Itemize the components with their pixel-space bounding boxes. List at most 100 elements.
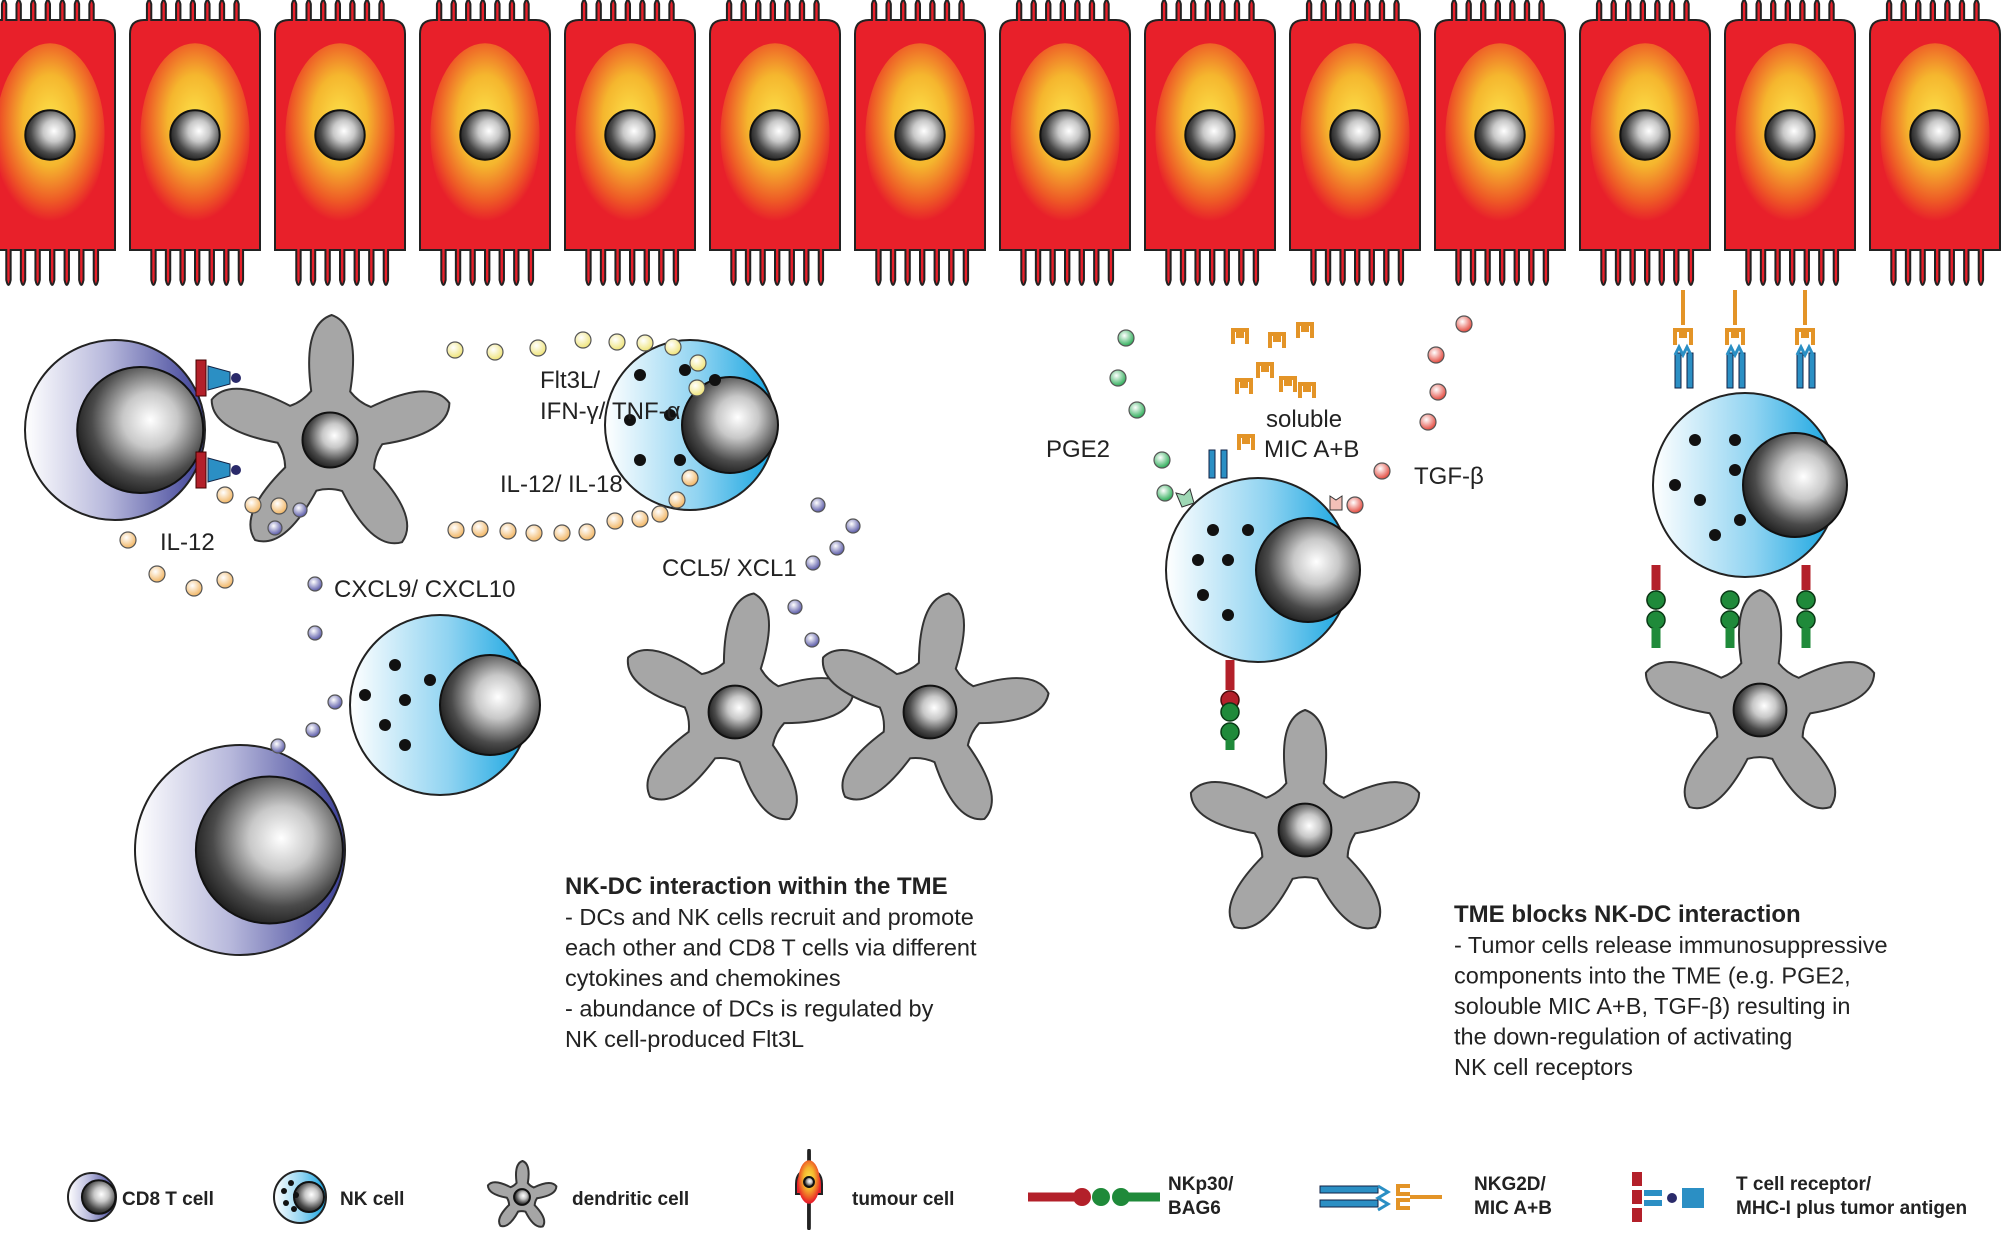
- mic-icon: [1396, 1184, 1442, 1210]
- mhc-molecule: [207, 457, 231, 483]
- cd8-nucleus: [194, 775, 344, 925]
- granule: [281, 1188, 287, 1194]
- molecule-dot: [688, 379, 706, 397]
- cxcl9-cxcl10-molecules: [267, 502, 343, 754]
- granule: [359, 689, 371, 701]
- dendritic-cell-left: [210, 313, 451, 545]
- molecule-dot: [681, 469, 699, 487]
- tgfb-receptor: [1329, 495, 1343, 511]
- tumour-cell: [1724, 0, 1856, 286]
- tumor-antigen: [231, 465, 241, 475]
- tumour-cell: [709, 0, 841, 286]
- legend-label-bag6: BAG6: [1168, 1198, 1221, 1219]
- bag6-icon: [1112, 1188, 1130, 1206]
- granule: [283, 1200, 289, 1206]
- mic-molecule: [1795, 328, 1815, 345]
- granule: [634, 454, 646, 466]
- granule: [1207, 524, 1219, 536]
- bag6-head: [1720, 610, 1740, 630]
- granule: [389, 659, 401, 671]
- label-il12-il18: IL-12/ IL-18: [500, 471, 623, 498]
- label-soluble: soluble: [1266, 406, 1342, 433]
- pge2-receptor: [1175, 488, 1195, 508]
- granule: [291, 1206, 297, 1212]
- panel-right-line: the down-regulation of activating: [1454, 1024, 1792, 1050]
- mic-molecule: [1235, 378, 1253, 394]
- bag6-middle: [1220, 702, 1240, 750]
- molecule-dot: [1153, 451, 1171, 469]
- granule: [709, 374, 721, 386]
- molecule-dot: [1117, 329, 1135, 347]
- tumour-cell: [1289, 0, 1421, 286]
- label-il12: IL-12: [160, 529, 215, 556]
- receptor-chain: [1796, 352, 1804, 389]
- nk-cell-icon: [273, 1170, 327, 1224]
- molecule-dot: [1128, 401, 1146, 419]
- dc-nucleus: [1277, 802, 1333, 858]
- molecule-dot: [486, 343, 504, 361]
- tcr-icon: [1632, 1190, 1642, 1204]
- granule: [1669, 479, 1681, 491]
- bag6-head: [1646, 590, 1666, 610]
- tumour-nucleus: [1184, 109, 1236, 161]
- tumour-cell: [129, 0, 261, 286]
- molecule-dot: [804, 632, 820, 648]
- nk-nucleus: [681, 376, 779, 474]
- molecule-dot: [499, 522, 517, 540]
- tumour-nucleus: [894, 109, 946, 161]
- legend-label-mic: MIC A+B: [1474, 1198, 1552, 1219]
- mic-molecule: [1231, 328, 1249, 344]
- granule: [1222, 609, 1234, 621]
- molecule-dot: [578, 523, 596, 541]
- molecule-dot: [525, 524, 543, 542]
- granule: [1192, 554, 1204, 566]
- mic-molecule: [1725, 328, 1745, 345]
- molecule-dot: [1455, 315, 1473, 333]
- tumour-cell-icon: [795, 1149, 823, 1230]
- cd8-t-cell-icon: [67, 1172, 117, 1222]
- nk-nucleus: [293, 1181, 325, 1213]
- legend-label-cd8: CD8 T cell: [122, 1189, 214, 1210]
- granule: [1709, 529, 1721, 541]
- dendritic-cell-middle: [1189, 708, 1421, 930]
- molecule-dot: [1427, 346, 1445, 364]
- dendritic-cell-right: [1644, 588, 1876, 810]
- molecule-dot: [689, 354, 707, 372]
- molecule-dot: [267, 520, 283, 536]
- molecule-dot: [270, 738, 286, 754]
- dc-nucleus: [1732, 682, 1788, 738]
- receptor-chain: [1220, 449, 1228, 479]
- nkg2d-tip: [1725, 343, 1745, 359]
- tcr-icon: [1632, 1172, 1642, 1186]
- tcr-icon-chain: [1644, 1190, 1662, 1196]
- nk-cell-right: [1652, 392, 1848, 578]
- label-flt3l: Flt3L/: [540, 367, 600, 394]
- tumour-nucleus: [314, 109, 366, 161]
- legend-label-dc: dendritic cell: [572, 1189, 689, 1210]
- molecule-dot: [574, 331, 592, 349]
- tumour-cell-layer: [0, 0, 2001, 286]
- legend-label-nkp30: NKp30/: [1168, 1174, 1234, 1195]
- label-ccl5-xcl1: CCL5/ XCL1: [662, 555, 797, 582]
- granule: [1729, 434, 1741, 446]
- flt3l-ifn-molecules: [446, 331, 707, 397]
- granule: [1222, 554, 1234, 566]
- nkp30-icon-head: [1073, 1188, 1091, 1206]
- molecule-dot: [1429, 383, 1447, 401]
- nk-cell-suppressed: [1165, 477, 1361, 663]
- receptor-chain: [1738, 352, 1746, 389]
- nkg2d-receptor-suppressed: [1208, 449, 1228, 479]
- tgfb-molecules: [1346, 315, 1473, 514]
- receptor-chain: [1726, 352, 1734, 389]
- tumour-nucleus: [749, 109, 801, 161]
- tumour-cell: [1144, 0, 1276, 286]
- granule: [624, 414, 636, 426]
- panel-left-line: - DCs and NK cells recruit and promote: [565, 904, 974, 930]
- tumour-nucleus: [1329, 109, 1381, 161]
- granule: [664, 409, 676, 421]
- legend-label-mhc: MHC-I plus tumor antigen: [1736, 1198, 1967, 1219]
- granule: [379, 719, 391, 731]
- panel-right-line: solouble MIC A+B, TGF-β) resulting in: [1454, 993, 1850, 1019]
- nkg2d-receptor: [1674, 352, 1694, 389]
- nk-nucleus: [1742, 432, 1848, 538]
